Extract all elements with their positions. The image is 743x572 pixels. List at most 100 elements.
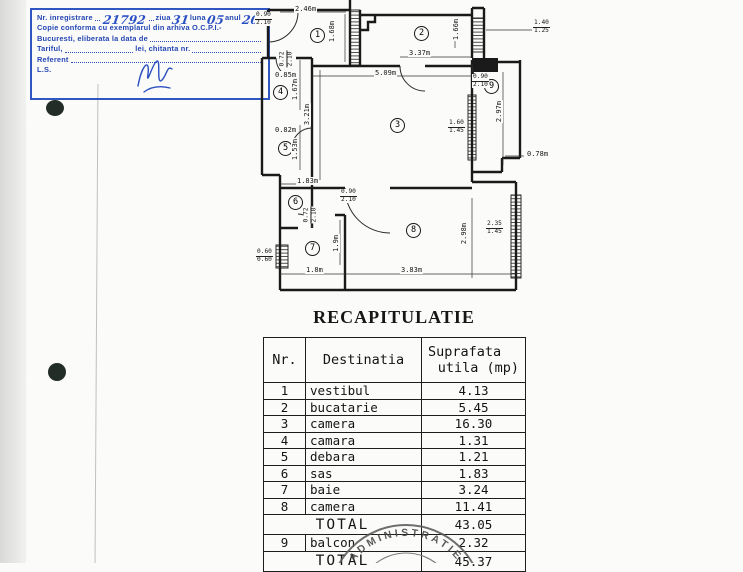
total-value: 43.05 — [421, 514, 526, 535]
row-nr: 7 — [263, 481, 306, 499]
room-circle-6: 6 — [288, 195, 303, 210]
row-nr: 6 — [263, 464, 306, 482]
row-dest: debara — [305, 448, 422, 466]
dim-label: 0.78m — [526, 150, 550, 158]
row-dest: sas — [305, 464, 422, 482]
col-header-destinatia: Destinatia — [305, 337, 422, 383]
dim-label: 1.8m — [305, 266, 324, 274]
dim-label: 1.67m — [291, 78, 299, 102]
anul-label: anul — [224, 13, 241, 22]
page-title: RECAPITULATIE — [313, 307, 475, 327]
row-val: 11.41 — [421, 497, 526, 515]
svg-text:ADMINISTRATIE: ADMINISTRATIE — [347, 527, 465, 563]
stamp-line-bucuresti: Bucuresti, eliberata la data de — [37, 34, 263, 44]
row-nr: 8 — [263, 497, 306, 515]
chitanta-label: lei, chitanta nr. — [135, 44, 191, 54]
dotted-fill — [149, 41, 261, 43]
stamp-line-copie: Copie conforma cu exemplarul din arhiva … — [37, 23, 222, 33]
row-dest: vestibul — [305, 382, 422, 400]
stamp-line-referent: Referent — [37, 55, 263, 65]
dimension-lines — [280, 11, 532, 278]
row-nr: 3 — [263, 415, 306, 433]
scanner-edge-shadow — [0, 0, 26, 563]
dotted-fill — [94, 20, 100, 22]
room-circle-3: 3 — [390, 118, 405, 133]
dim-label: 2.46m — [294, 5, 318, 13]
dim-label: 1.9m — [332, 234, 340, 253]
referent-signature — [137, 60, 173, 93]
nr-inregistrare-value: 21792 — [101, 13, 147, 28]
dim-label: 0.82m — [274, 126, 298, 134]
table-header-row: Nr. Destinatia Suprafata utila (mp) — [263, 337, 526, 383]
row-val: 1.31 — [421, 431, 526, 449]
room-circle-7: 7 — [305, 241, 320, 256]
dim-label: 2.98m — [460, 222, 468, 246]
row-val: 1.21 — [421, 448, 526, 466]
dim-label: 1.68m — [328, 20, 336, 44]
dotted-fill — [148, 20, 154, 22]
bucuresti-label: Bucuresti, eliberata la data de — [37, 33, 148, 43]
row-val: 4.13 — [421, 382, 526, 400]
row-dest: camara — [305, 431, 422, 449]
nr-inregistrare-label: Nr. inregistrare — [37, 13, 93, 22]
stamp-line-number: Nr. inregistrare 21792 ziua 31 luna 05 a… — [37, 13, 269, 28]
round-administratie-stamp: ADMINISTRATIE — [338, 524, 474, 563]
ziua-value: 31 — [170, 13, 190, 28]
row-nr: 1 — [263, 382, 306, 400]
referent-label: Referent — [37, 54, 69, 64]
total-label: TOTAL — [263, 514, 422, 535]
row-dest: camera — [305, 497, 422, 515]
dim-label: 1.83m — [296, 177, 320, 185]
dim-label: 1.66m — [452, 18, 460, 42]
dim-label: 3.83m — [400, 266, 424, 274]
row-dest: bucatarie — [305, 398, 422, 416]
dim-label: 3.21m — [303, 103, 311, 127]
row-val: 1.83 — [421, 464, 526, 482]
dim-label: 2.97m — [495, 100, 503, 124]
table-row-balcon: 9 balcon 2.32 — [263, 534, 526, 552]
row-val: 5.45 — [421, 398, 526, 416]
paper-fold-line — [94, 84, 99, 563]
stamp-line-ls: L.S. — [37, 65, 52, 75]
luna-label: luna — [189, 13, 206, 22]
col-header-nr: Nr. — [263, 337, 306, 383]
dotted-fill — [70, 62, 261, 64]
total-row: TOTAL 43.05 — [263, 514, 526, 535]
dotted-fill — [192, 51, 261, 53]
row-dest: baie — [305, 481, 422, 499]
punch-hole-dot — [46, 100, 64, 116]
row-nr: 5 — [263, 448, 306, 466]
row-nr: 9 — [263, 534, 306, 552]
room-circle-2: 2 — [414, 26, 429, 41]
dotted-fill — [64, 51, 134, 53]
row-nr: 4 — [263, 431, 306, 449]
row-val: 3.24 — [421, 481, 526, 499]
dim-label: 3.37m — [408, 49, 432, 57]
row-dest: camera — [305, 415, 422, 433]
dim-label: 1.53m — [291, 138, 299, 162]
room-circle-1: 1 — [310, 28, 325, 43]
dim-label: 0.85m — [274, 71, 298, 79]
stamp-arc-text: ADMINISTRATIE — [347, 527, 462, 563]
room-circle-4: 4 — [273, 85, 288, 100]
stamp-line-tarif: Tariful, lei, chitanta nr. — [37, 44, 263, 54]
ziua-label: ziua — [155, 13, 171, 22]
tariful-label: Tariful, — [37, 44, 63, 54]
punch-hole-dot — [48, 363, 66, 381]
